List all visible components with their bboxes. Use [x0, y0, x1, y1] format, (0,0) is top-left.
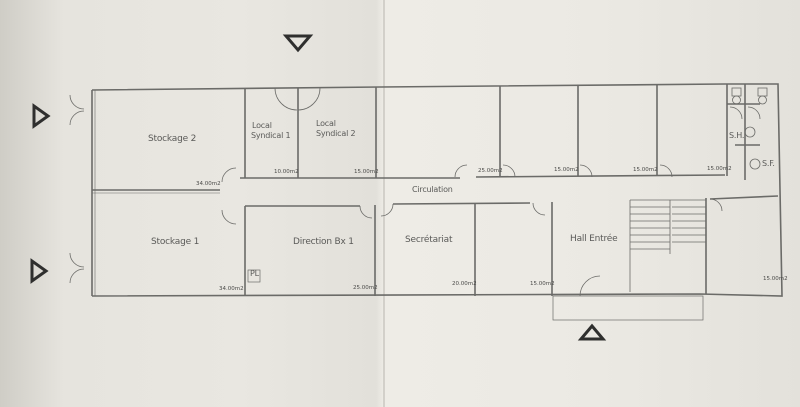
- entrance-marker-left-upper: [32, 103, 51, 129]
- room-area-stockage-1: 34.00m2: [219, 286, 244, 292]
- room-label-hall-entree: Hall Entrée: [570, 234, 618, 244]
- entrance-marker-bottom: [577, 323, 607, 341]
- room-area-stockage-2: 34.00m2: [196, 181, 221, 187]
- room-label-local-syndical-2-line1: Local: [316, 119, 336, 128]
- room-area-secretariat: 20.00m2: [452, 281, 477, 287]
- sh-label: S.H.: [729, 131, 745, 140]
- pl-label: PL: [250, 269, 259, 278]
- sf-label: S.F.: [762, 159, 775, 168]
- room-area-top-3: 15.00m2: [633, 167, 658, 173]
- room-label-direction: Direction Bx 1: [293, 237, 354, 247]
- room-area-top-4: 15.00m2: [707, 166, 732, 172]
- room-label-stockage-1: Stockage 1: [151, 237, 200, 247]
- room-label-local-syndical-1-line1: Local: [252, 121, 272, 130]
- room-label-local-syndical-2-line2: Syndical 2: [316, 129, 356, 138]
- room-area-right-block: 15.00m2: [763, 276, 788, 282]
- room-area-bottom-mid: 15.00m2: [530, 281, 555, 287]
- circulation-label: Circulation: [412, 185, 453, 194]
- entrance-marker-left-lower: [30, 258, 49, 284]
- paper-fold-line: [383, 0, 385, 407]
- room-label-secretariat: Secrétariat: [405, 235, 453, 245]
- room-label-stockage-2: Stockage 2: [148, 134, 197, 144]
- room-area-top-1: 25.00m2: [478, 168, 503, 174]
- room-label-local-syndical-1-line2: Syndical 1: [251, 131, 291, 140]
- room-area-local-syndical-1: 10.00m2: [274, 169, 299, 175]
- room-area-top-2: 15.00m2: [554, 167, 579, 173]
- entrance-marker-top: [282, 34, 314, 53]
- room-area-direction: 25.00m2: [353, 285, 378, 291]
- room-area-local-syndical-2: 15.00m2: [354, 169, 379, 175]
